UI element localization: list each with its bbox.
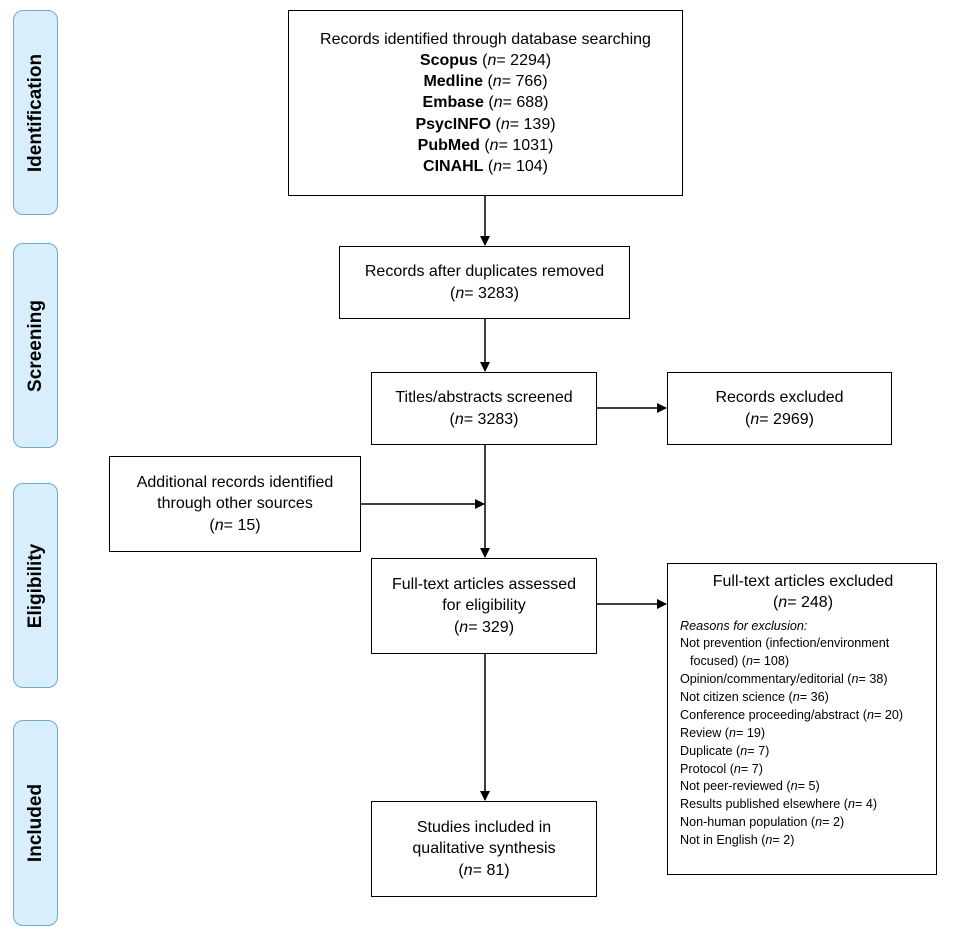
- duplicates-label: Records after duplicates removed: [364, 263, 605, 281]
- fulltext-line2: for eligibility: [442, 597, 526, 615]
- fulltext-assessed-box: Full-text articles assessed for eligibil…: [371, 558, 597, 654]
- records-excluded-count: (n= 2969): [745, 410, 814, 428]
- fulltext-excluded-box: Full-text articles excluded (n= 248) Rea…: [667, 563, 937, 875]
- screened-label: Titles/abstracts screened: [395, 389, 573, 407]
- phase-screening: Screening: [13, 243, 58, 448]
- duplicates-count: (n= 3283): [450, 284, 519, 302]
- additional-count: (n= 15): [209, 516, 261, 534]
- phase-identification: Identification: [13, 10, 58, 215]
- database-list: Scopus (n= 2294) Medline (n= 766) Embase (…: [415, 50, 555, 178]
- additional-line1: Additional records identified: [136, 474, 334, 492]
- exclusion-reason: Protocol (n= 7): [680, 761, 763, 776]
- database-item: PubMed (n= 1031): [417, 136, 554, 154]
- exclusion-reason: Not prevention (infection/environment: [680, 636, 890, 651]
- fulltext-excluded-label: Full-text articles excluded: [712, 573, 894, 590]
- database-item: Medline (n= 766): [423, 73, 548, 91]
- exclusion-reason: Opinion/commentary/editorial (n= 38): [680, 672, 888, 687]
- exclusion-reason: Not peer-reviewed (n= 5): [680, 779, 820, 794]
- exclusion-reason: Review (n= 19): [680, 725, 766, 740]
- reasons-title: Reasons for exclusion:: [680, 618, 808, 633]
- database-item: Embase (n= 688): [422, 94, 549, 112]
- exclusion-reason: Not citizen science (n= 36): [680, 690, 829, 705]
- duplicates-removed-box: Records after duplicates removed (n= 328…: [339, 246, 630, 319]
- identification-box: Records identified through database sear…: [288, 10, 683, 196]
- fulltext-excluded-count: (n= 248): [772, 593, 834, 611]
- identification-title: Records identified through database sear…: [320, 30, 651, 48]
- included-count: (n= 81): [458, 861, 510, 879]
- exclusion-reason: Conference proceeding/abstract (n= 20): [680, 707, 904, 722]
- exclusion-reason: Results published elsewhere (n= 4): [680, 797, 878, 812]
- records-excluded-label: Records excluded: [715, 389, 844, 407]
- exclusion-reason: Not in English (n= 2): [680, 833, 795, 848]
- additional-records-box: Additional records identified through ot…: [109, 456, 361, 552]
- included-line1: Studies included in: [416, 819, 552, 837]
- exclusion-reason: Duplicate (n= 7): [680, 743, 770, 758]
- additional-line2: through other sources: [157, 495, 313, 513]
- fulltext-line1: Full-text articles assessed: [391, 576, 577, 594]
- included-box: Studies included in qualitative synthesi…: [371, 801, 597, 897]
- records-excluded-box: Records excluded (n= 2969): [667, 372, 892, 445]
- exclusion-reasons: Reasons for exclusion: Not prevention (i…: [680, 618, 926, 850]
- screened-box: Titles/abstracts screened (n= 3283): [371, 372, 597, 445]
- exclusion-reason-cont: focused) (n= 108): [690, 654, 790, 669]
- database-item: PsycINFO (n= 139): [415, 115, 556, 133]
- exclusion-reason: Non-human population (n= 2): [680, 815, 845, 830]
- fulltext-count: (n= 329): [453, 618, 515, 636]
- database-item: CINAHL (n= 104): [423, 158, 548, 176]
- phase-included: Included: [13, 720, 58, 926]
- screened-count: (n= 3283): [449, 410, 519, 428]
- phase-eligibility: Eligibility: [13, 483, 58, 688]
- included-line2: qualitative synthesis: [412, 840, 556, 858]
- database-item: Scopus (n= 2294): [419, 51, 552, 69]
